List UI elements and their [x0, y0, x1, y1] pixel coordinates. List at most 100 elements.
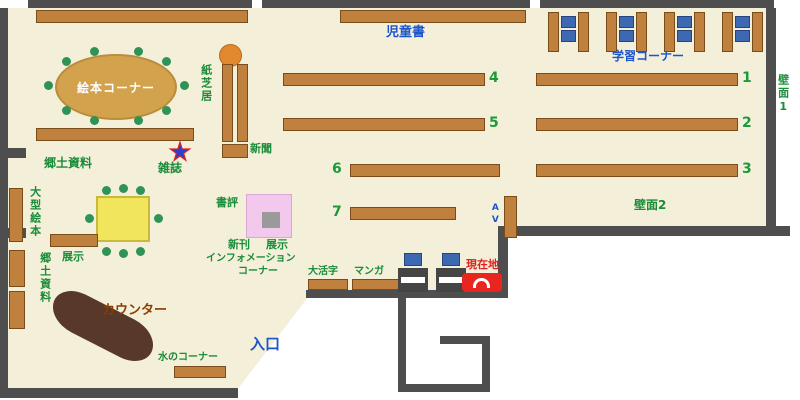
- wall-right: [766, 8, 776, 236]
- water-corner-shelf: [174, 366, 226, 378]
- bookshelf-row-6: [350, 164, 500, 177]
- carrel-partition: [548, 12, 559, 52]
- seat-dot: [136, 247, 145, 256]
- reading-table: [96, 196, 150, 242]
- wall-center-vertical: [498, 226, 508, 298]
- wall-outside-right: [482, 336, 490, 392]
- carrel-partition: [606, 12, 617, 52]
- study-chair: [677, 16, 692, 28]
- information-label-line1: インフォメーション: [206, 253, 296, 264]
- bookshelf-row-7: [350, 207, 456, 220]
- wall-top-left: [28, 0, 252, 8]
- childrens-books-label: 児童書: [386, 25, 426, 40]
- terminal-screen: [401, 277, 425, 283]
- large-picture-book-shelf: [9, 188, 23, 242]
- manga-label: マンガ: [354, 266, 384, 277]
- picture-book-corner-label: 絵本コーナー: [76, 80, 155, 95]
- seat-dot: [119, 249, 128, 258]
- wall-bottom-left: [0, 388, 238, 398]
- carrel-partition: [578, 12, 589, 52]
- kamishibai-shelf-1: [222, 64, 233, 142]
- information-label-line2: コーナー: [238, 266, 278, 277]
- kamishibai-shelf-2: [237, 64, 248, 142]
- study-chair: [735, 30, 750, 42]
- seat-dot: [134, 116, 143, 125]
- seat-dot: [162, 57, 171, 66]
- carrel-partition: [694, 12, 705, 52]
- wall-surface-2-label: 壁面2: [634, 198, 667, 212]
- current-location-label: 現在地: [466, 258, 499, 271]
- study-chair: [619, 16, 634, 28]
- new-arrivals-label: 新刊: [228, 238, 250, 251]
- search-terminal: [436, 268, 466, 292]
- seat-dot: [119, 184, 128, 193]
- study-chair: [561, 30, 576, 42]
- seat-dot: [134, 47, 143, 56]
- shelf-number-2: 2: [742, 115, 752, 131]
- wall-left-lower: [0, 238, 8, 394]
- entrance-label: 入口: [250, 335, 281, 353]
- manga-shelf: [352, 279, 400, 290]
- shelf-number-3: 3: [742, 161, 752, 177]
- local-materials-upper-label: 郷土資料: [44, 156, 93, 170]
- study-corner-label: 学習コーナー: [612, 49, 685, 63]
- local-materials-lower-label: 郷土資料: [38, 252, 52, 304]
- seat-dot: [102, 186, 111, 195]
- wall-left-middle: [0, 158, 8, 230]
- magazine-label: 雑誌: [158, 161, 183, 175]
- kamishibai-label: 紙芝居: [199, 64, 213, 103]
- wall-right-section-bottom: [498, 226, 790, 236]
- seat-dot: [162, 106, 171, 115]
- av-label: AV: [490, 203, 501, 227]
- display-left-label: 展示: [62, 250, 84, 263]
- display-stand: [262, 212, 280, 228]
- bookshelf-row-1: [536, 73, 738, 86]
- counter-label: カウンター: [102, 303, 168, 318]
- wall-center-bottom: [306, 290, 506, 298]
- shelf-number-6: 6: [332, 161, 342, 177]
- wall-left-upper: [0, 8, 8, 150]
- seat-dot: [62, 106, 71, 115]
- seat-dot: [154, 214, 163, 223]
- local-materials-shelf-1: [9, 250, 25, 287]
- terminal-screen: [439, 277, 463, 283]
- seat-dot: [85, 214, 94, 223]
- av-shelf: [504, 196, 517, 238]
- bookshelf-top-center: [340, 10, 526, 23]
- current-location-marker: [462, 273, 502, 292]
- display-shelf-left: [50, 234, 98, 247]
- current-location-arc-icon: [473, 278, 490, 288]
- carrel-partition: [752, 12, 763, 52]
- carrel-partition: [636, 12, 647, 52]
- display-center-label: 展示: [266, 238, 288, 251]
- water-corner-label: 水のコーナー: [158, 352, 218, 363]
- terminal-chair: [404, 253, 422, 266]
- bookshelf-row-3: [536, 164, 738, 177]
- newspaper-shelf: [222, 144, 248, 158]
- seat-dot: [44, 81, 53, 90]
- study-chair: [561, 16, 576, 28]
- bookshelf-row-5: [283, 118, 485, 131]
- terminal-chair: [442, 253, 460, 266]
- seat-dot: [62, 57, 71, 66]
- large-print-label: 大活字: [308, 266, 338, 277]
- bookshelf-top-left: [36, 10, 248, 23]
- search-terminal: [398, 268, 428, 292]
- study-chair: [735, 16, 750, 28]
- study-chair: [619, 30, 634, 42]
- bookshelf-row-2: [536, 118, 738, 131]
- wall-outside-vertical: [398, 298, 406, 392]
- study-chair: [677, 30, 692, 42]
- wall-top-right: [540, 0, 774, 8]
- seat-dot: [180, 81, 189, 90]
- wall-left-stub-1: [0, 148, 26, 158]
- bookshelf-row-4: [283, 73, 485, 86]
- wall-top-middle: [262, 0, 530, 8]
- shelf-number-7: 7: [332, 204, 342, 220]
- seat-dot: [136, 186, 145, 195]
- shelf-number-1: 1: [742, 70, 752, 86]
- wall-outside-top: [440, 336, 490, 344]
- carrel-partition: [722, 12, 733, 52]
- local-materials-shelf-long: [36, 128, 194, 141]
